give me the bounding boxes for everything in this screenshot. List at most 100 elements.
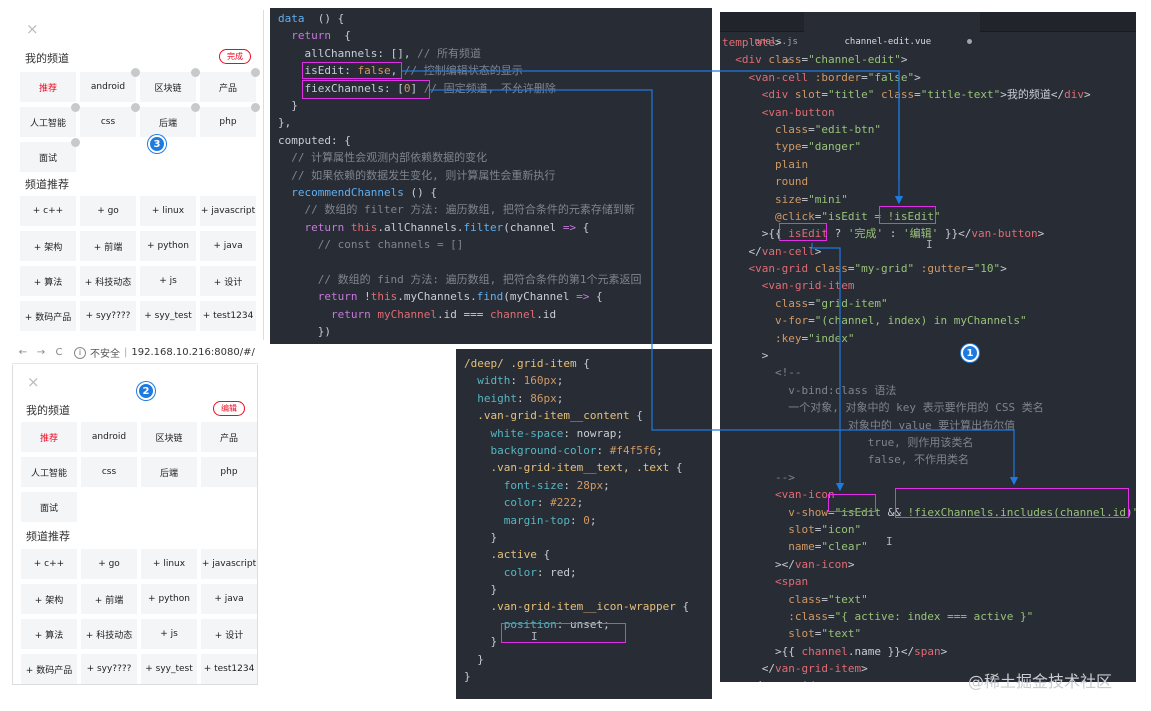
channel-item[interactable]: 面试 — [21, 492, 77, 522]
code-line: ></van-icon> — [722, 556, 1136, 573]
code-token: : unset; — [556, 617, 610, 631]
code-line: .active { — [464, 546, 712, 563]
channel-item[interactable]: 面试 — [20, 138, 80, 172]
channel-item[interactable]: css — [81, 457, 137, 487]
channel-label: php — [220, 467, 238, 477]
recommend-channel-label: + 算法 — [34, 630, 64, 641]
code-token: <van-cell — [722, 70, 809, 84]
recommend-channel-label: + syy???? — [85, 311, 131, 321]
code-token: ></ — [722, 557, 795, 571]
channel-label: 推荐 — [39, 433, 58, 444]
code-line: .van-grid-item__text, .text { — [464, 459, 712, 476]
channel-item[interactable]: 人工智能 — [21, 457, 77, 487]
recommend-channel-item[interactable]: + syy???? — [81, 654, 137, 684]
recommend-channel-item[interactable]: + 数码产品 — [20, 301, 76, 331]
tab-channel-edit-vue[interactable]: channel-edit.vue — [804, 12, 981, 47]
channel-item[interactable]: 区块链 — [141, 422, 197, 452]
recommend-channel-item[interactable]: + go — [81, 549, 137, 579]
clear-icon[interactable] — [191, 103, 200, 112]
recommend-channel-label: + java — [214, 594, 244, 604]
channel-item[interactable]: 后端 — [140, 103, 200, 137]
channel-item[interactable]: 区块链 — [140, 68, 200, 102]
recommend-channel-item[interactable]: + syy???? — [80, 301, 136, 331]
info-icon[interactable]: i — [74, 346, 86, 359]
recommend-channel-item[interactable]: + syy_test — [140, 301, 196, 331]
channel-item[interactable]: php — [201, 457, 257, 487]
recommend-channel-item[interactable]: + javascript — [201, 549, 257, 579]
code-line: font-size: 28px; — [464, 477, 712, 494]
channel-item[interactable]: 产品 — [201, 422, 257, 452]
clear-icon[interactable] — [191, 68, 200, 77]
channel-item[interactable]: android — [81, 422, 137, 452]
recommend-channel-item[interactable]: + 科技动态 — [80, 266, 136, 296]
recommend-channel-item[interactable]: + 前端 — [80, 231, 136, 261]
recommend-channel-item[interactable]: + python — [140, 231, 196, 261]
recommend-channel-item[interactable]: + 设计 — [200, 266, 256, 296]
recommend-channel-item[interactable]: + javascript — [200, 196, 256, 226]
code-token: margin-top — [464, 513, 570, 527]
clear-icon[interactable] — [71, 138, 80, 147]
code-line: >{{ channel.name }}</span> — [722, 643, 1136, 660]
code-token: allChannels: [], — [278, 46, 418, 60]
recommend-channel-item[interactable]: + 前端 — [81, 584, 137, 614]
code-line: :key="index" — [722, 330, 1136, 347]
recommend-channel-item[interactable]: + syy_test — [141, 654, 197, 684]
close-icon[interactable]: × — [27, 373, 40, 391]
channel-item[interactable]: 产品 — [200, 68, 260, 102]
watermark-text: @稀土掘金技术社区 — [968, 672, 1113, 691]
recommend-channel-label: + syy_test — [144, 311, 192, 321]
recommend-channel-item[interactable]: + python — [141, 584, 197, 614]
recommend-channel-item[interactable]: + js — [140, 266, 196, 296]
my-channels-title: 我的频道 — [26, 404, 70, 417]
recommend-channel-item[interactable]: + c++ — [20, 196, 76, 226]
back-icon[interactable]: ← — [18, 347, 28, 358]
forward-icon[interactable]: → — [36, 347, 46, 358]
recommend-channel-item[interactable]: + 算法 — [21, 619, 77, 649]
channel-item[interactable]: 后端 — [141, 457, 197, 487]
code-token: channel — [489, 307, 537, 321]
clear-icon[interactable] — [71, 103, 80, 112]
recommend-channel-item[interactable]: + java — [201, 584, 257, 614]
reload-icon[interactable]: C — [55, 347, 63, 358]
clear-icon[interactable] — [131, 68, 140, 77]
code-token: data — [278, 12, 305, 25]
recommend-channel-item[interactable]: + 架构 — [21, 584, 77, 614]
close-icon[interactable]: × — [26, 20, 39, 38]
recommend-channel-item[interactable]: + c++ — [21, 549, 77, 579]
recommend-channel-item[interactable]: + 数码产品 — [21, 654, 77, 684]
channel-label: android — [90, 82, 126, 92]
recommend-channel-item[interactable]: + go — [80, 196, 136, 226]
channel-item[interactable]: css — [80, 103, 140, 137]
channel-item[interactable]: 推荐 — [21, 422, 77, 452]
recommend-channel-label: + 前端 — [93, 242, 123, 253]
channel-item[interactable]: 推荐 — [20, 72, 76, 102]
clear-icon[interactable] — [251, 103, 260, 112]
channel-item[interactable]: android — [80, 68, 140, 102]
clear-icon[interactable] — [251, 68, 260, 77]
tab-channels-js[interactable]: nnels.js × — [720, 12, 806, 67]
channel-item[interactable]: 人工智能 — [20, 103, 80, 137]
recommend-channel-item[interactable]: + linux — [140, 196, 196, 226]
tab-close-icon[interactable]: × — [784, 57, 790, 67]
code-token: > — [774, 36, 782, 49]
recommend-channel-item[interactable]: + 设计 — [201, 619, 257, 649]
recommend-channel-item[interactable]: + java — [200, 231, 256, 261]
code-token: .van-grid-item__icon-wrapper — [464, 600, 676, 614]
clear-icon[interactable] — [131, 103, 140, 112]
recommend-channel-item[interactable]: + js — [141, 619, 197, 649]
recommend-channel-item[interactable]: + 科技动态 — [81, 619, 137, 649]
my-channels-title: 我的频道 — [25, 52, 69, 65]
code-line: type="danger" — [722, 138, 1136, 155]
code-token: white-space — [464, 426, 564, 440]
url-text[interactable]: 192.168.10.216:8080/#/ — [131, 347, 255, 358]
edit-button[interactable]: 编辑 — [213, 401, 245, 416]
done-button[interactable]: 完成 — [219, 49, 251, 64]
code-token: #f4f5f6 — [609, 443, 657, 457]
recommend-channel-item[interactable]: + 架构 — [20, 231, 76, 261]
recommend-channel-item[interactable]: + test1234 — [201, 654, 257, 684]
channel-item[interactable]: php — [200, 103, 260, 137]
recommend-channel-item[interactable]: + 算法 — [20, 266, 76, 296]
recommend-channel-item[interactable]: + test1234 — [200, 301, 256, 331]
recommend-channel-label: + test1234 — [202, 311, 254, 321]
recommend-channel-item[interactable]: + linux — [141, 549, 197, 579]
